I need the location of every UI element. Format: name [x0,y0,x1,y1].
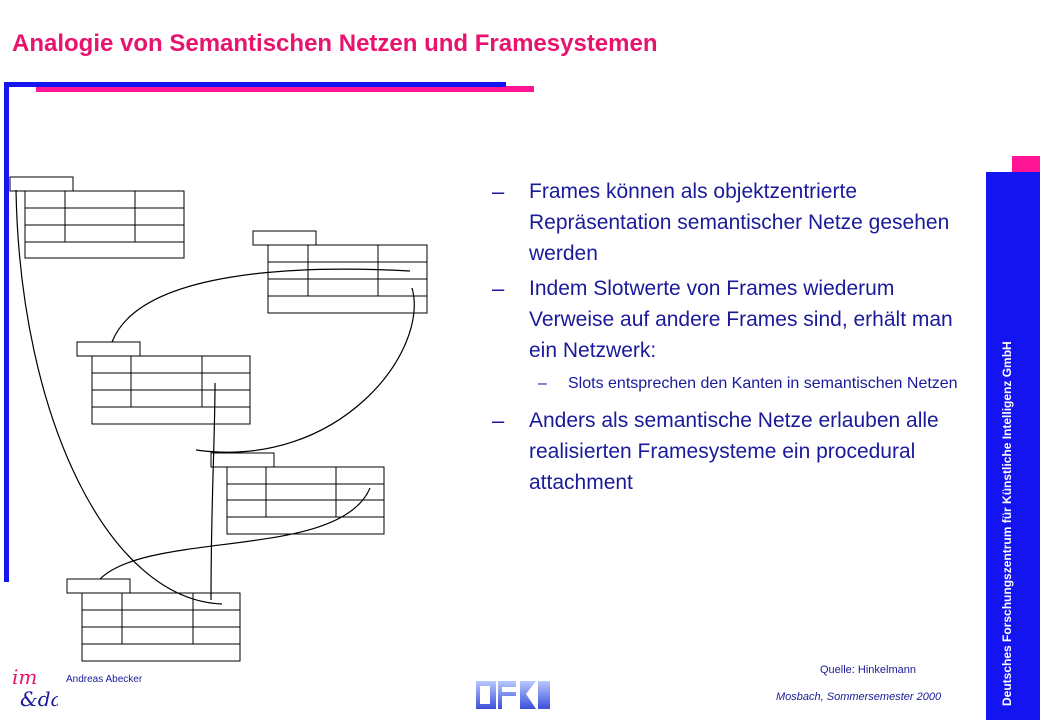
frame-4-name-tab [210,452,275,468]
right-blue-bar [986,172,1040,720]
course-location-date: Mosbach, Sommersemester 2000 [776,691,942,703]
bullet-text: Indem Slotwerte von Frames wiederum Verw… [529,277,953,362]
bullet-marker: – [538,375,547,392]
title-underline-blue [4,82,506,87]
link-frame2-frame3 [111,268,411,343]
frame-5-name-tab [66,578,131,594]
bullet-marker: – [492,408,505,433]
bullet-item: – Anders als semantische Netze erlauben … [492,405,962,498]
frame-3-name-tab [76,341,141,357]
author-name: Andreas Abecker [66,674,143,685]
svg-text:im: im [12,665,37,689]
dfki-logo [476,679,556,711]
link-frame1-frame5 [15,189,223,605]
svg-text:&da: &da [20,687,58,710]
vertical-org-name-panel: Deutsches Forschungszentrum für Künstlic… [978,172,1040,720]
bullet-item: – Frames können als objektzentrierte Rep… [492,176,962,269]
sub-bullet-item: – Slots entsprechen den Kanten in semant… [492,370,962,397]
bullet-list: – Frames können als objektzentrierte Rep… [492,176,962,502]
bullet-marker: – [492,276,505,301]
imda-logo-icon: im &da [12,665,58,710]
bullet-text: Anders als semantische Netze erlauben al… [529,409,939,494]
left-vertical-bar [4,82,9,582]
bullet-marker: – [492,179,505,204]
bullet-text: Frames können als objektzentrierte Reprä… [529,180,950,265]
bullet-item: – Indem Slotwerte von Frames wiederum Ve… [492,273,962,366]
link-frame2-frame3-back [195,287,415,453]
frame-1-name-tab [9,176,74,192]
title-underline-pink [36,86,534,92]
link-frame3-frame5 [210,382,216,601]
frame-network-diagram [9,176,428,662]
source-citation: Quelle: Hinkelmann [820,664,916,676]
link-frame4-frame5 [99,487,371,580]
slide-title: Analogie von Semantischen Netzen und Fra… [12,30,658,57]
frame-2-name-tab [252,230,317,246]
imda-logo: im &da [10,664,58,710]
dfki-logo-icon [476,681,550,709]
bullet-text: Slots entsprechen den Kanten in semantis… [568,375,958,392]
vertical-org-name: Deutsches Forschungszentrum für Künstlic… [1000,341,1014,706]
